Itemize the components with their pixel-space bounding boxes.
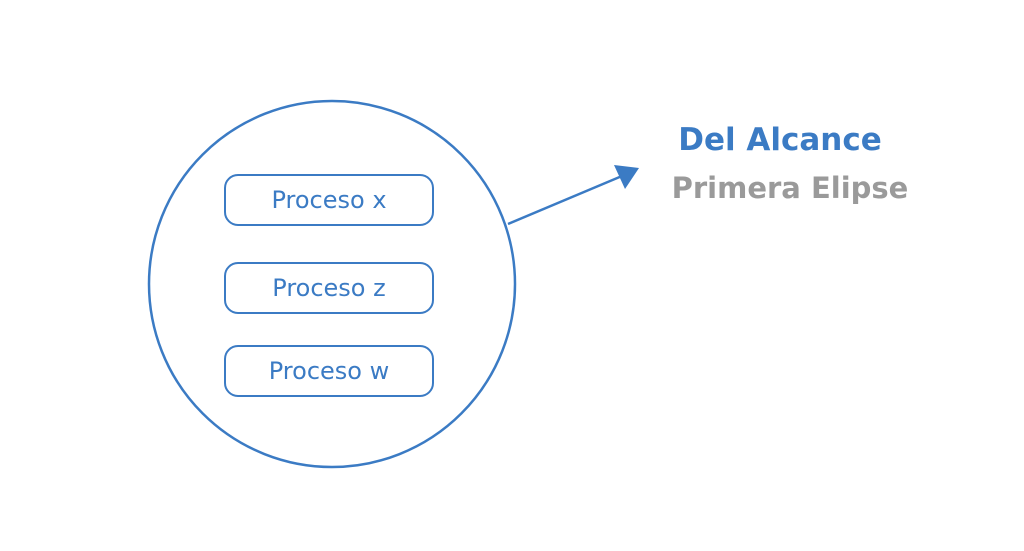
diagram-subtitle: Primera Elipse (671, 171, 909, 205)
scope-ellipse (147, 99, 517, 469)
process-label-x: Proceso x (271, 186, 387, 214)
process-label-w: Proceso w (268, 357, 390, 385)
process-box-x: Proceso x (224, 174, 434, 226)
process-box-z: Proceso z (224, 262, 434, 314)
connector-arrow-head (614, 165, 639, 189)
diagram-title: Del Alcance (678, 122, 882, 158)
process-label-z: Proceso z (272, 274, 386, 302)
connector-arrow-line (507, 174, 623, 226)
process-box-w: Proceso w (224, 345, 434, 397)
